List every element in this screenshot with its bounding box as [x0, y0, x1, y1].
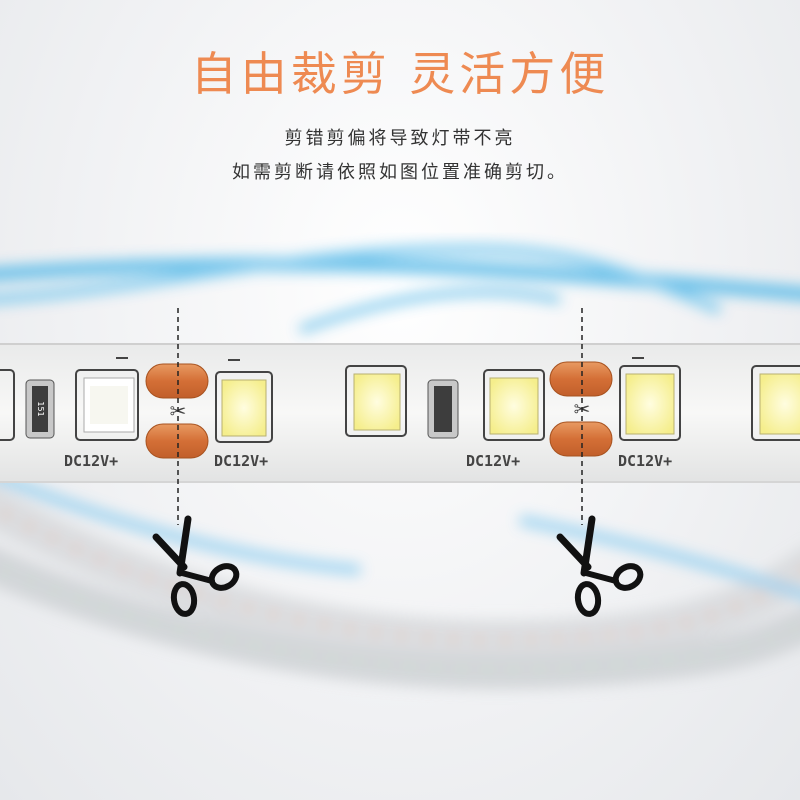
- svg-text:DC12V+: DC12V+: [64, 452, 118, 470]
- instruction-text: 如需剪断请依照如图位置准确剪切。: [232, 162, 568, 183]
- blue-wire-blur: [0, 244, 800, 334]
- warning-text: 剪错剪偏将导致灯带不亮: [284, 128, 516, 149]
- svg-text:DC12V+: DC12V+: [618, 452, 672, 470]
- strip-segment-middle: DC12V+ ✂ DC12V+: [345, 357, 800, 470]
- svg-text:151: 151: [36, 401, 45, 416]
- page-title: 自由裁剪 灵活方便: [190, 47, 610, 101]
- scissors-icon: [152, 515, 240, 617]
- svg-text:DC12V+: DC12V+: [466, 452, 520, 470]
- svg-text:DC12V+: DC12V+: [214, 452, 268, 470]
- scissors-icon: [556, 515, 644, 617]
- strip-coil-blur: [0, 472, 800, 690]
